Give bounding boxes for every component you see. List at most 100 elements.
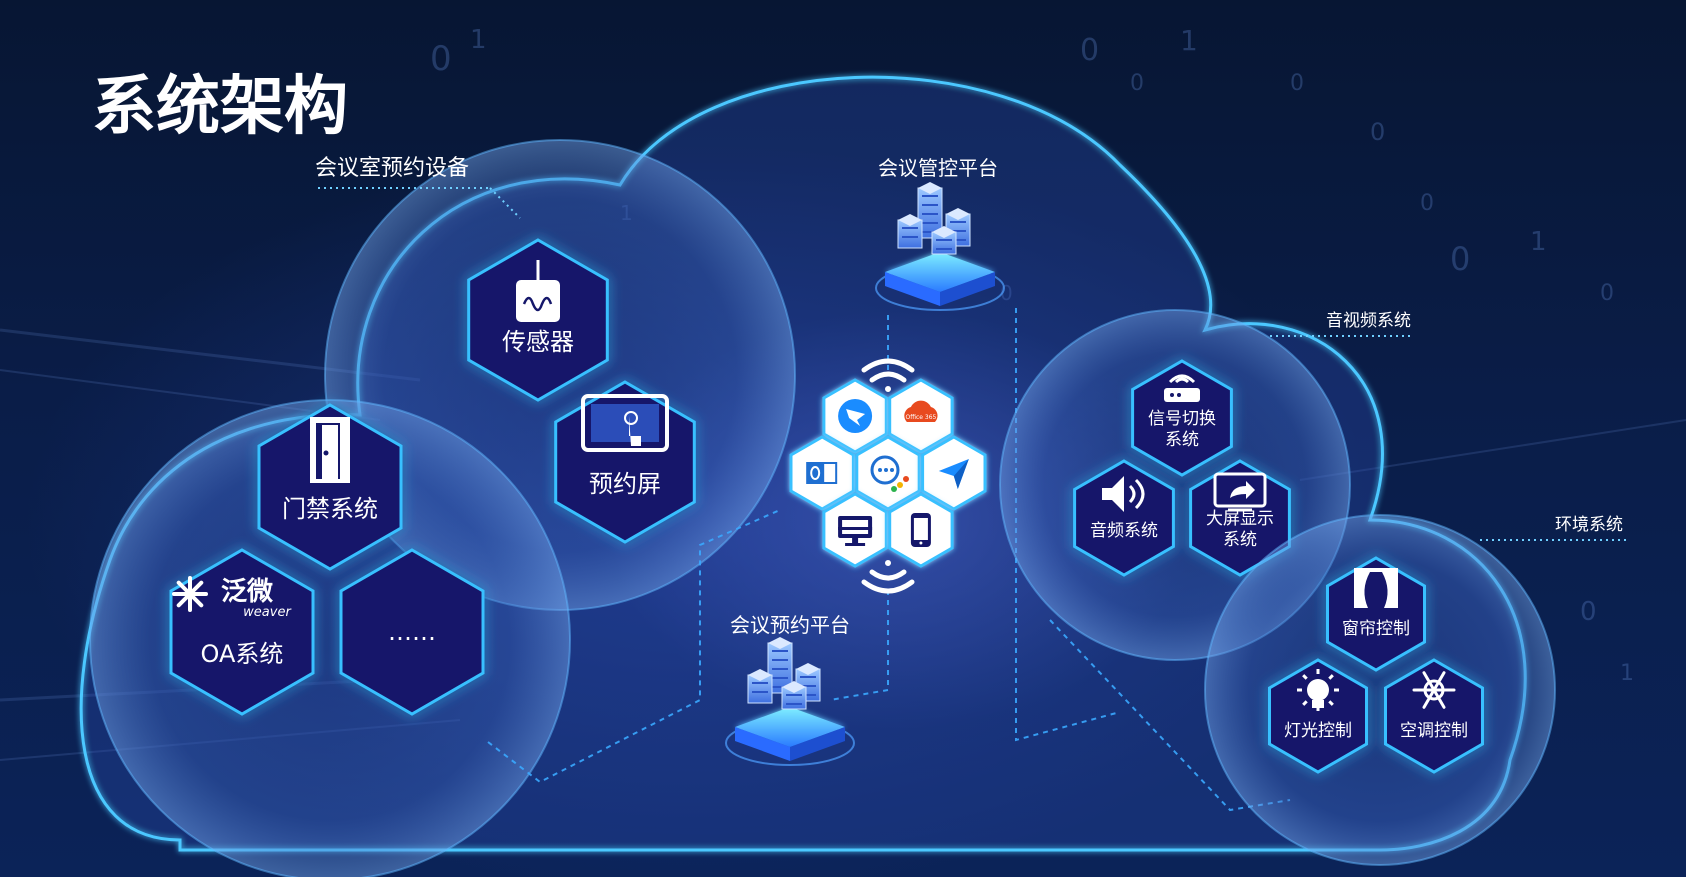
display-system-node-label-1: 系统	[1223, 530, 1257, 550]
display-system-node-label-0: 大屏显示	[1206, 509, 1274, 529]
server-tower-top	[782, 681, 806, 693]
server-base-right	[790, 727, 845, 761]
booking-devices-leader-diag	[489, 187, 521, 219]
connector-center-to-booking	[829, 590, 889, 701]
more-node: ……	[339, 548, 485, 716]
svg-text:0: 0	[1450, 240, 1470, 278]
outlook-icon	[806, 462, 838, 484]
booking-platform-server-icon	[725, 637, 855, 766]
ac-control-node-label: 空调控制	[1400, 721, 1468, 741]
curtain-control-node-shape	[1326, 556, 1426, 672]
server-tower-top	[946, 208, 970, 220]
booking-screen-node-shape	[554, 380, 696, 544]
wifi-bottom-icon	[861, 560, 915, 594]
more-node-label: ……	[388, 618, 436, 646]
center-app-desktop	[822, 492, 888, 568]
weaver-logo-en: weaver	[243, 605, 292, 620]
curtain-icon	[1354, 568, 1398, 608]
light-bulb-icon	[1297, 669, 1339, 711]
svg-text:1: 1	[1620, 661, 1634, 686]
center-app-send-app	[921, 435, 987, 511]
page-title: 系统架构	[92, 70, 348, 144]
center-app-honeycomb: Office 365	[789, 378, 987, 568]
oa-system-node-shape	[169, 548, 315, 716]
svg-text:0: 0	[430, 39, 452, 79]
server-base-left	[735, 727, 790, 761]
audio-system-node: 音频系统	[1073, 459, 1175, 577]
office365-text: Office 365	[905, 414, 936, 421]
svg-text:0: 0	[1600, 281, 1614, 306]
light-control-node: 灯光控制	[1268, 658, 1368, 774]
access-control-node-label: 门禁系统	[282, 495, 378, 523]
booking-devices-label: 会议室预约设备	[315, 156, 469, 181]
access-control-node: 门禁系统	[257, 403, 403, 571]
wifi-top-icon	[861, 358, 915, 392]
server-tower-top	[796, 663, 820, 675]
booking-platform-label: 会议预约平台	[730, 613, 850, 637]
booking-screen-node-label: 预约屏	[589, 470, 661, 498]
svg-text:0: 0	[1130, 71, 1144, 96]
audio-system-node-shape	[1073, 459, 1175, 577]
av-system-label: 音视频系统	[1326, 311, 1411, 331]
door-icon	[310, 417, 350, 483]
signal-switch-node-label-1: 系统	[1165, 430, 1199, 450]
svg-text:1: 1	[1180, 24, 1198, 57]
center-app-dingtalk	[822, 378, 888, 454]
center-app-outlook	[789, 435, 855, 511]
svg-text:0: 0	[1370, 118, 1385, 146]
booking-devices-bubble-lower	[89, 399, 571, 877]
signal-switch-node-label-0: 信号切换	[1148, 409, 1216, 429]
center-app-hex	[855, 435, 921, 511]
svg-text:1: 1	[1530, 227, 1547, 257]
dingtalk-icon	[838, 399, 873, 433]
ac-control-node-shape	[1384, 658, 1484, 774]
signal-switch-node-shape	[1131, 359, 1233, 477]
more-node-shape	[339, 548, 485, 716]
light-control-node-shape	[1268, 658, 1368, 774]
display-share-icon	[1213, 472, 1267, 512]
desktop-icon	[838, 516, 873, 546]
server-base-right	[940, 272, 995, 306]
center-app-office365: Office 365	[888, 378, 954, 454]
svg-text:0: 0	[1420, 191, 1434, 216]
send-app-icon	[938, 459, 969, 489]
server-tower-top	[748, 669, 772, 681]
server-tower-top	[918, 182, 942, 194]
center-app-mobile	[888, 492, 954, 568]
sensor-node: 传感器	[467, 238, 609, 402]
sensor-node-label: 传感器	[502, 328, 574, 356]
chat-app-icon	[870, 455, 909, 492]
speaker-icon	[1102, 476, 1145, 512]
touch-screen-icon	[581, 394, 669, 452]
mobile-icon	[910, 513, 931, 547]
light-control-node-label: 灯光控制	[1284, 721, 1352, 741]
control-platform-group: 会议管控平台	[875, 156, 1005, 311]
svg-text:0: 0	[1080, 33, 1099, 68]
connector-left-to-center	[487, 509, 781, 784]
curtain-control-node-label: 窗帘控制	[1342, 619, 1410, 639]
svg-text:0: 0	[1580, 597, 1597, 627]
env-system-bubble	[1204, 514, 1556, 866]
center-app-chat-app	[855, 435, 921, 511]
audio-system-node-label-0: 音频系统	[1090, 521, 1158, 541]
server-tower-top	[932, 226, 956, 238]
access-control-node-shape	[257, 403, 403, 571]
ac-control-node: 空调控制	[1384, 658, 1484, 774]
booking-platform-group: 会议预约平台	[725, 613, 855, 766]
sensor-icon	[516, 260, 560, 322]
control-platform-label: 会议管控平台	[878, 156, 998, 180]
server-base-left	[885, 272, 940, 306]
snowflake-icon	[1412, 671, 1456, 709]
env-system-label: 环境系统	[1555, 515, 1623, 535]
weaver-logo-cn: 泛微	[221, 576, 273, 607]
control-platform-server-icon	[875, 182, 1005, 311]
booking-screen-node: 预约屏	[554, 380, 696, 544]
